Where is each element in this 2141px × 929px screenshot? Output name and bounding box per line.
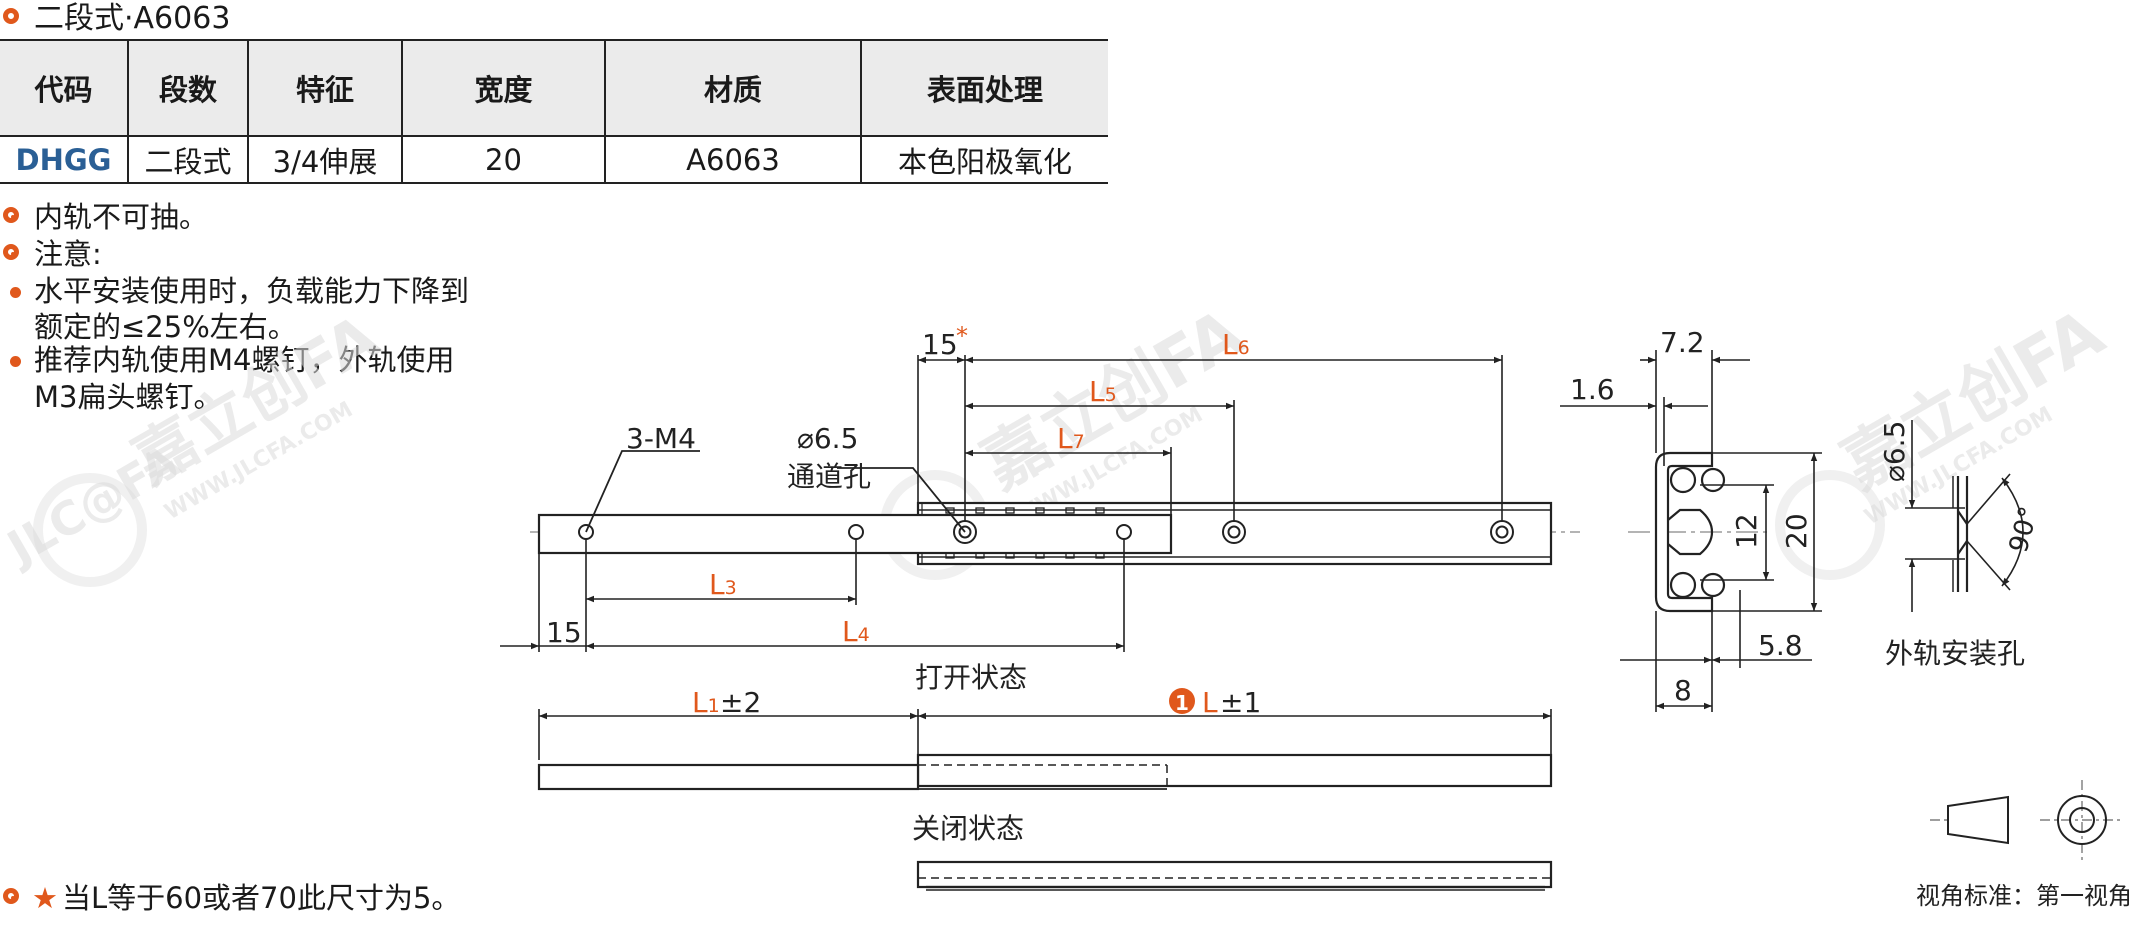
angle-90: 90° bbox=[2004, 504, 2045, 556]
open-state-view bbox=[530, 501, 1580, 566]
label-outer-rail-hole: 外轨安装孔 bbox=[1885, 637, 2025, 670]
open-state-side-view bbox=[537, 753, 1553, 791]
dim-8: 8 bbox=[1674, 674, 1692, 707]
col-header-feature: 特征 bbox=[247, 40, 402, 136]
dim-20: 20 bbox=[1780, 513, 1813, 549]
label-through-hole: 通道孔 bbox=[787, 460, 871, 493]
note-bullet2-line1: 推荐内轨使用M4螺钉，外轨使用 bbox=[34, 343, 455, 377]
dim-star-icon: * bbox=[956, 322, 968, 350]
dim-L1-tolerance: ±2 bbox=[720, 686, 761, 719]
cell-code: DHGG bbox=[15, 142, 112, 177]
dim-hole-diameter-2: ⌀6.5 bbox=[1878, 421, 1911, 482]
note-inner-rail: 内轨不可抽。 bbox=[34, 200, 209, 234]
cell-surface: 本色阳极氧化 bbox=[860, 136, 1108, 183]
cross-section-dimensions bbox=[1560, 350, 1822, 712]
dim-L3: L3 bbox=[709, 568, 737, 601]
outer-rail-hole-view bbox=[1905, 420, 2024, 612]
dimension-lines bbox=[500, 355, 1503, 652]
table-row: DHGG 二段式 3/4伸展 20 A6063 本色阳极氧化 bbox=[0, 136, 1108, 183]
col-header-stages: 段数 bbox=[127, 40, 248, 136]
dim-L4: L4 bbox=[842, 615, 870, 648]
dim-L6: L6 bbox=[1222, 328, 1250, 361]
spec-table: 代码 段数 特征 宽度 材质 表面处理 DHGG 二段式 3/4伸展 20 A6… bbox=[0, 39, 1108, 184]
footnote-text: 当L等于60或者70此尺寸为5。 bbox=[62, 881, 461, 915]
dim-12: 12 bbox=[1730, 513, 1763, 549]
section-title: 二段式·A6063 bbox=[34, 1, 231, 36]
dim-15-top: 15 bbox=[922, 328, 958, 361]
cell-material: A6063 bbox=[604, 136, 861, 183]
note-bullet1-line2: 额定的≤25%左右。 bbox=[34, 310, 297, 344]
label-3m4: 3-M4 bbox=[626, 422, 696, 455]
badge-number: 1 bbox=[1175, 691, 1189, 715]
dim-L7: L7 bbox=[1057, 422, 1085, 455]
dim-L-tolerance: ±1 bbox=[1220, 686, 1261, 719]
dim-15-left: 15 bbox=[546, 616, 582, 649]
projection-symbol-icon bbox=[1930, 780, 2124, 862]
footnote-star-icon: ★ bbox=[32, 881, 58, 915]
label-open-state: 打开状态 bbox=[915, 661, 1027, 694]
note-bullet2-line2: M3扁头螺钉。 bbox=[34, 380, 223, 414]
closed-state-side-view bbox=[916, 860, 1553, 891]
inner-rail bbox=[537, 513, 1173, 555]
dim-7-2: 7.2 bbox=[1660, 326, 1705, 359]
note-attention: 注意: bbox=[34, 237, 102, 271]
length-dimensions bbox=[538, 709, 1552, 760]
note-bullet-icon bbox=[3, 244, 19, 260]
col-header-material: 材质 bbox=[604, 40, 861, 136]
dim-1-6: 1.6 bbox=[1570, 373, 1615, 406]
note-bullet-icon bbox=[3, 207, 19, 223]
list-bullet-icon bbox=[10, 287, 21, 298]
label-projection-standard: 视角标准：第一视角 bbox=[1916, 882, 2132, 910]
col-header-code: 代码 bbox=[34, 73, 93, 107]
note-bullet1-line1: 水平安装使用时，负载能力下降到 bbox=[34, 274, 470, 308]
dim-L: L bbox=[1202, 686, 1218, 719]
footnote-bullet-icon bbox=[3, 888, 19, 904]
col-header-width: 宽度 bbox=[401, 40, 605, 136]
cell-stages: 二段式 bbox=[127, 136, 248, 183]
dim-L1: L1 bbox=[692, 686, 720, 719]
col-header-surface: 表面处理 bbox=[860, 40, 1108, 136]
cell-feature: 3/4伸展 bbox=[247, 136, 402, 183]
callouts bbox=[585, 450, 966, 533]
dim-L5: L5 bbox=[1089, 375, 1117, 408]
list-bullet-icon bbox=[10, 356, 21, 367]
label-closed-state: 关闭状态 bbox=[912, 812, 1024, 845]
table-header-row: 代码 段数 特征 宽度 材质 表面处理 bbox=[0, 40, 1108, 136]
label-hole-diameter: ⌀6.5 bbox=[797, 422, 858, 455]
title-bullet-icon bbox=[3, 8, 19, 24]
badge-icon bbox=[1169, 688, 1195, 714]
cell-width: 20 bbox=[401, 136, 605, 183]
dim-5-8: 5.8 bbox=[1758, 629, 1803, 662]
